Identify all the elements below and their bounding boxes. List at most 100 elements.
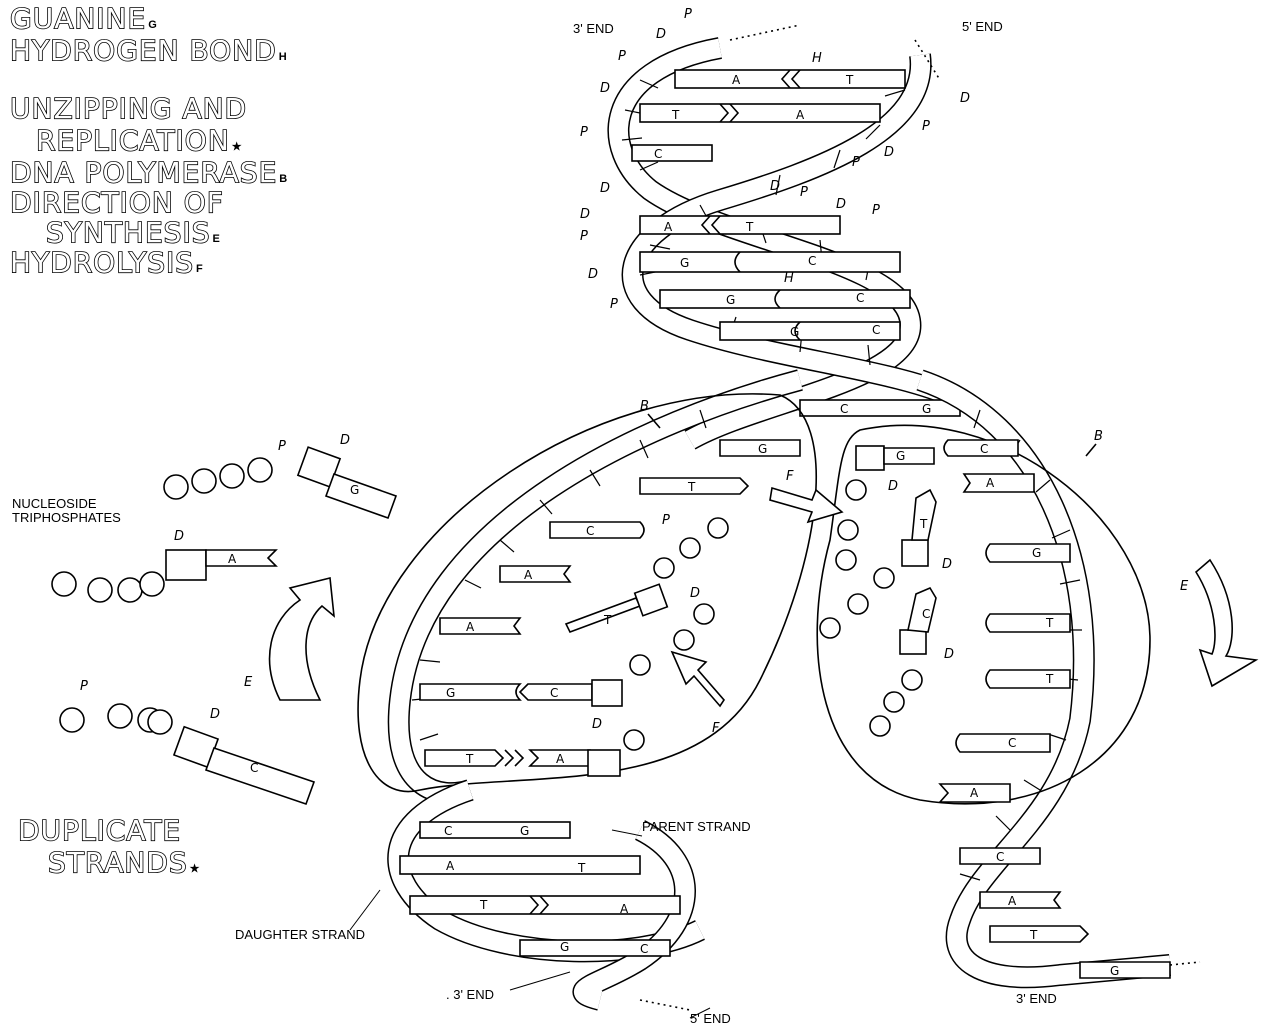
svg-text:P: P <box>800 185 808 200</box>
svg-text:G: G <box>1110 964 1119 978</box>
svg-text:D: D <box>588 267 598 282</box>
svg-text:D: D <box>944 647 954 662</box>
svg-text:P: P <box>684 7 692 22</box>
svg-text:T: T <box>1045 672 1054 686</box>
svg-text:F: F <box>786 469 794 484</box>
svg-text:T: T <box>1045 616 1054 630</box>
legend-direction-1: DIRECTION OF <box>10 186 224 219</box>
svg-text:P: P <box>872 203 880 218</box>
svg-text:F: F <box>712 721 720 736</box>
svg-text:D: D <box>656 27 666 42</box>
top-base-pairs <box>631 69 911 341</box>
svg-text:T: T <box>919 517 928 531</box>
svg-text:G: G <box>446 686 455 700</box>
base-letter: C <box>872 323 880 337</box>
parent-strand-label: PARENT STRAND <box>642 819 751 834</box>
left-template-bases: G T C A A G T C A T P D D <box>419 439 801 777</box>
svg-text:P: P <box>580 125 588 140</box>
top-double-helix: A T T A C A T G C G C G C H H P D P D P … <box>580 7 970 450</box>
five-prime-end-bottom-label: 5' END <box>690 1011 731 1026</box>
bottom-right-strand-bases: C A T G <box>959 847 1171 979</box>
svg-text:G: G <box>350 483 359 497</box>
svg-text:C: C <box>550 686 558 700</box>
svg-text:D: D <box>884 145 894 160</box>
base-letter: A <box>664 220 673 234</box>
svg-text:G: G <box>520 824 529 838</box>
svg-text:A: A <box>970 786 979 800</box>
svg-text:P: P <box>618 49 626 64</box>
svg-text:T: T <box>687 480 696 494</box>
svg-text:T: T <box>603 613 612 627</box>
top-base-letters: A T T A C A T G C G C G C H H <box>654 51 880 339</box>
svg-text:T: T <box>1029 928 1038 942</box>
svg-text:A: A <box>556 752 565 766</box>
base-letter: G <box>680 256 689 270</box>
svg-text:D: D <box>580 207 590 222</box>
svg-text:P: P <box>662 513 670 528</box>
h-tag: H <box>784 271 794 286</box>
fork-base-pair: C G <box>799 399 961 417</box>
right-template-bases: C A G T T C A G T C D D D <box>819 439 1071 803</box>
svg-text:P: P <box>922 119 930 134</box>
base-letter: C <box>654 147 662 161</box>
svg-text:D: D <box>174 529 184 544</box>
base-letter: T <box>671 108 680 122</box>
three-prime-end-top-label: 3' END <box>573 21 614 36</box>
svg-text:C: C <box>840 402 848 416</box>
synthesis-direction-arrows: E E <box>244 558 1259 701</box>
svg-text:D: D <box>770 179 780 194</box>
svg-text:G: G <box>922 402 931 416</box>
top-pd-tags: P D P D P D D P D P D P D P D P D P <box>580 7 970 312</box>
svg-text:D: D <box>960 91 970 106</box>
svg-text:T: T <box>465 752 474 766</box>
svg-text:T: T <box>577 861 586 875</box>
five-prime-end-top-label: 5' END <box>962 19 1003 34</box>
base-letter: C <box>808 254 816 268</box>
svg-text:P: P <box>852 155 860 170</box>
bottom-left-double-helix: C G A T T A G C <box>387 779 705 1011</box>
h-tag: H <box>812 51 822 66</box>
base-letter: C <box>856 291 864 305</box>
svg-text:D: D <box>888 479 898 494</box>
svg-text:D: D <box>592 717 602 732</box>
svg-text:A: A <box>228 552 237 566</box>
svg-text:B: B <box>1094 429 1103 444</box>
svg-text:C: C <box>996 850 1004 864</box>
svg-text:C: C <box>250 761 258 775</box>
svg-text:B: B <box>640 399 649 414</box>
nucleoside-triphosphates: G P D A D C P D <box>51 433 398 806</box>
free-phosphate-chain-left <box>623 517 729 751</box>
legend-unzipping-2: REPLICATION★ <box>36 124 242 157</box>
svg-text:A: A <box>524 568 533 582</box>
legend-duplicate-2: STRANDS★ <box>48 846 200 879</box>
svg-text:G: G <box>1032 546 1041 560</box>
svg-text:G: G <box>758 442 767 456</box>
svg-text:C: C <box>1008 736 1016 750</box>
base-letter: G <box>790 325 799 339</box>
base-letter: T <box>845 73 854 87</box>
svg-text:G: G <box>896 449 905 463</box>
base-letter: T <box>745 220 754 234</box>
hydrolysis-arrows: F F <box>670 469 844 736</box>
svg-text:D: D <box>942 557 952 572</box>
svg-text:A: A <box>620 902 629 916</box>
label-leader-lines <box>349 829 711 1019</box>
three-prime-end-bottom-left-label: . 3' END <box>446 987 494 1002</box>
svg-text:C: C <box>586 524 594 538</box>
nucleoside-label-2: TRIPHOSPHATES <box>12 510 121 525</box>
svg-text:D: D <box>600 181 610 196</box>
svg-text:C: C <box>640 942 648 956</box>
svg-text:D: D <box>836 197 846 212</box>
svg-text:C: C <box>980 442 988 456</box>
base-letter: A <box>796 108 805 122</box>
svg-text:A: A <box>466 620 475 634</box>
svg-text:T: T <box>479 898 488 912</box>
svg-text:P: P <box>580 229 588 244</box>
